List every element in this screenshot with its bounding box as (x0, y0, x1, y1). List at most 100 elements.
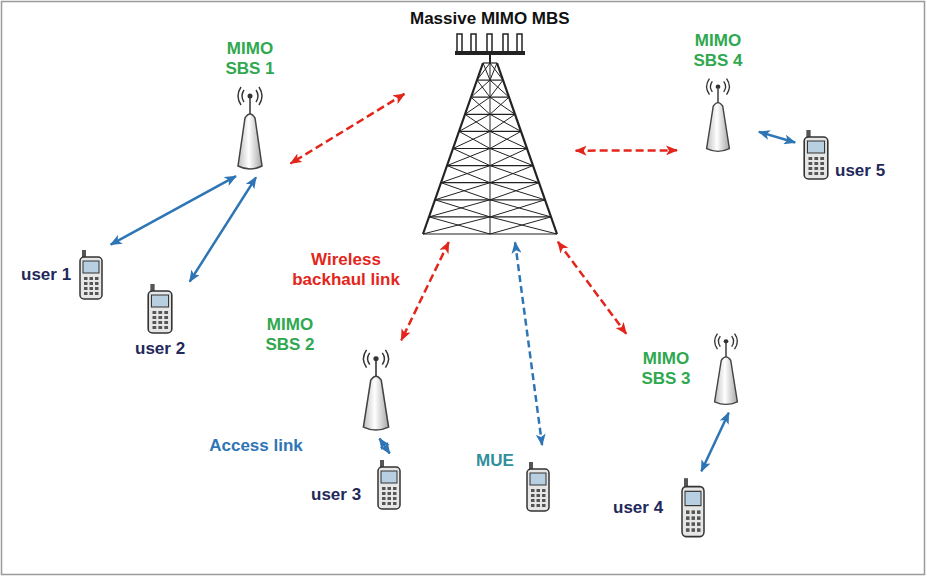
access-link (111, 176, 236, 244)
phone-icon (679, 477, 707, 539)
phone-body (682, 487, 704, 537)
antenna-element (487, 34, 492, 52)
phone-key (814, 162, 818, 165)
phone-key (536, 489, 540, 492)
access-link (190, 177, 256, 281)
station-body (707, 102, 730, 151)
phone-icon (77, 249, 105, 301)
node-label: MIMO SBS 2 (255, 315, 325, 356)
tower-lattice (490, 115, 521, 132)
phone-key (692, 510, 696, 514)
tower-lattice (441, 166, 490, 183)
tower-lattice (477, 80, 490, 97)
phone-key (95, 287, 99, 290)
phone-key (531, 494, 535, 497)
phone-key (809, 157, 813, 160)
radio-wave (385, 350, 388, 368)
phone-key (90, 277, 94, 280)
phone-screen (685, 491, 701, 505)
tower-lattice (453, 132, 490, 149)
phone-key (820, 167, 824, 170)
phone-key (382, 492, 386, 495)
access-link (759, 132, 795, 143)
phone-key (388, 502, 392, 505)
phone-key (820, 162, 824, 165)
phone-key (686, 516, 690, 520)
small-base-station: MIMO SBS 1 (212, 36, 288, 175)
user-phone: user 3 (308, 456, 406, 514)
phone-body (378, 467, 400, 509)
phone-key (388, 487, 392, 490)
radio-wave (724, 81, 726, 92)
station-body (363, 376, 388, 430)
antenna-mast (717, 88, 718, 103)
phone-key (153, 326, 157, 329)
radio-wave (735, 334, 738, 350)
phone-key (90, 287, 94, 290)
user-phone: user 4 (610, 474, 710, 542)
node-label: MIMO SBS 3 (631, 349, 701, 390)
phone-key (158, 316, 162, 319)
phone-key (814, 172, 818, 175)
radio-wave (259, 87, 262, 105)
antenna-tip (716, 84, 721, 88)
tower-icon (415, 31, 565, 236)
phone-key (820, 172, 824, 175)
radio-wave (238, 87, 241, 105)
phone-key (686, 528, 690, 532)
station-body (238, 114, 262, 169)
phone-key (686, 522, 690, 526)
macro-base-station: Massive MIMO MBS (407, 6, 573, 239)
antenna-mast (725, 343, 726, 358)
phone-key (95, 282, 99, 285)
phone-key (697, 516, 701, 520)
phone-key (382, 487, 386, 490)
phone-key (158, 326, 162, 329)
phone-key (814, 167, 818, 170)
tower-lattice (459, 115, 490, 132)
phone-key (542, 499, 546, 502)
phone-key (84, 287, 88, 290)
phone-key (90, 282, 94, 285)
macro-user-phone: MUE (473, 448, 555, 516)
phone-body (80, 257, 102, 299)
antenna-element (457, 34, 462, 52)
phone-key (542, 504, 546, 507)
tower-lattice (490, 132, 527, 149)
access-link (379, 438, 389, 453)
small-base-station: MIMO SBS 2 (252, 312, 400, 436)
tower-lattice (490, 183, 545, 200)
phone-key (95, 292, 99, 295)
radio-wave (715, 334, 718, 350)
radio-wave (256, 90, 258, 102)
node-label: MUE (476, 451, 514, 471)
phone-key (820, 157, 824, 160)
user-phone: user 5 (798, 126, 888, 184)
node-label: user 4 (613, 498, 663, 518)
antenna-icon (699, 76, 737, 154)
phone-key (542, 494, 546, 497)
antenna-element (517, 34, 522, 52)
phone-icon (145, 283, 175, 335)
phone-body (804, 137, 828, 179)
tower-lattice (490, 166, 539, 183)
tower-lattice (490, 98, 515, 115)
radio-wave (732, 336, 734, 346)
phone-key (164, 311, 168, 314)
antenna-element (503, 34, 508, 52)
tower-lattice (490, 80, 503, 97)
phone-key (158, 321, 162, 324)
phone-key (153, 316, 157, 319)
phone-key (388, 497, 392, 500)
phone-key (692, 516, 696, 520)
phone-key (393, 492, 397, 495)
station-body (715, 357, 738, 405)
phone-key (697, 510, 701, 514)
phone-icon (375, 459, 403, 511)
tower-lattice (429, 200, 490, 217)
antenna-tip (724, 339, 729, 343)
antenna-icon (230, 84, 270, 172)
